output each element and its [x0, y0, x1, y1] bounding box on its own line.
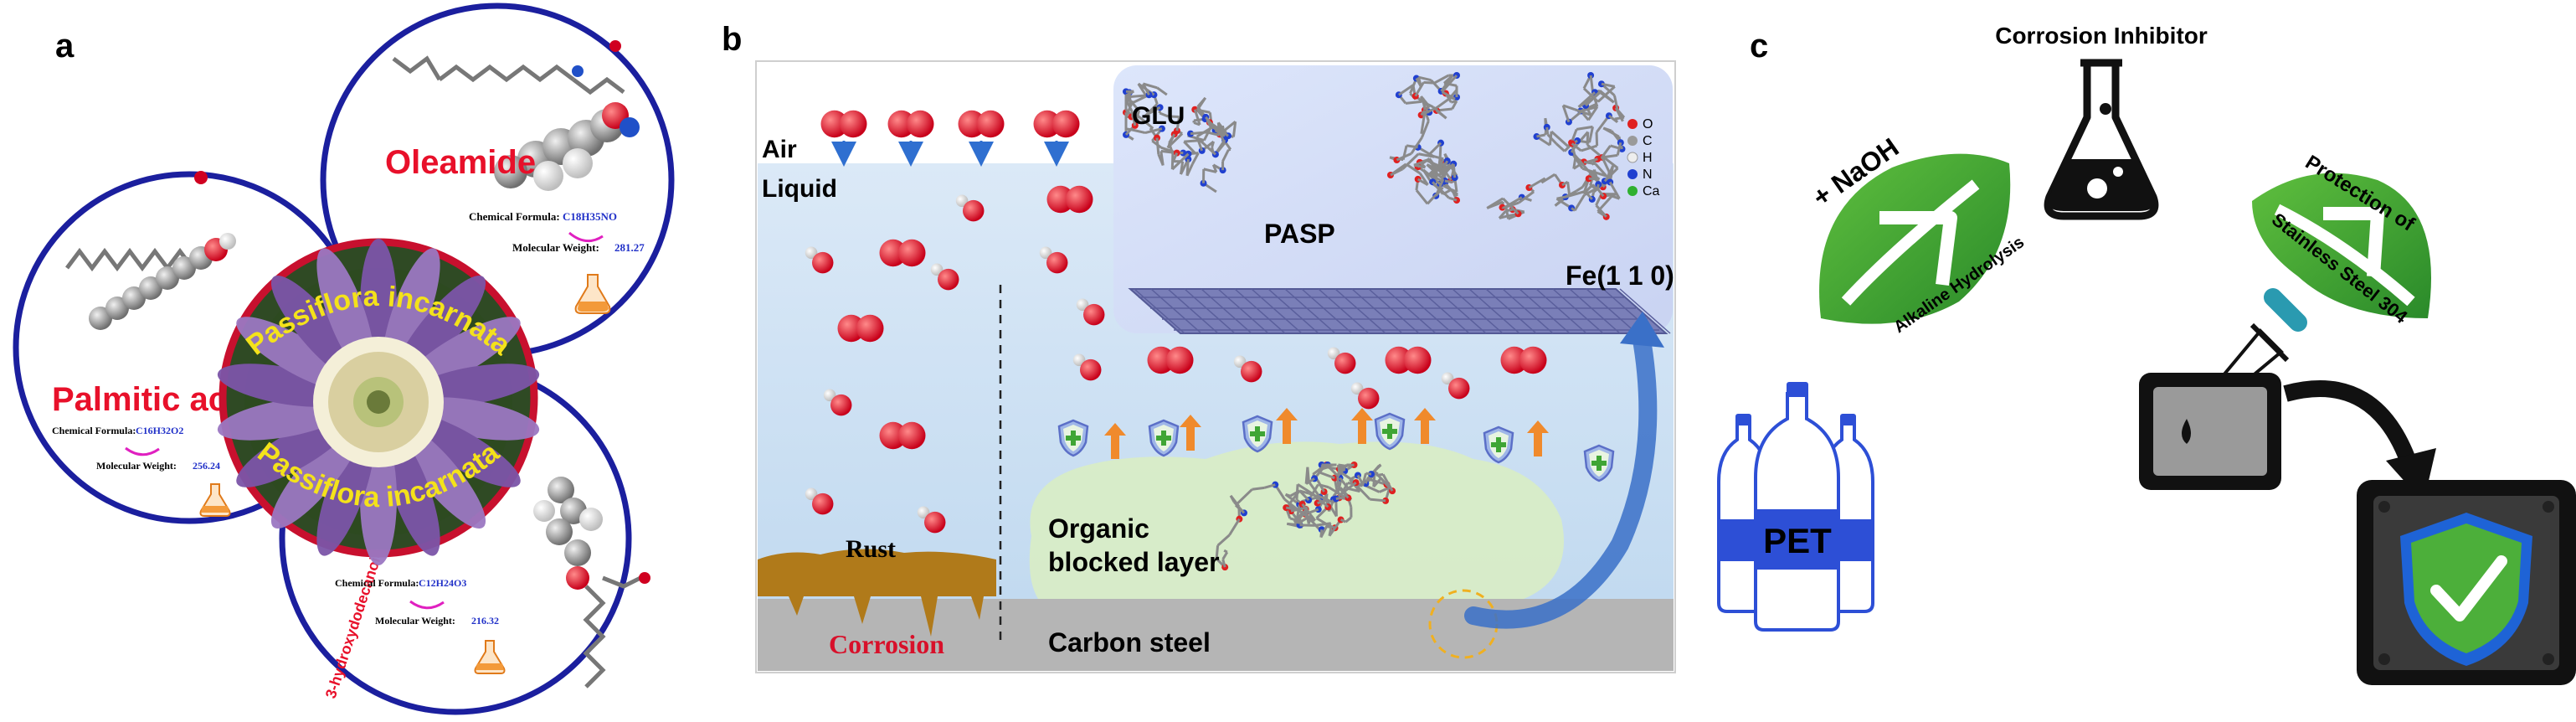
pasp-label: PASP	[1264, 219, 1335, 249]
pet-bottles-icon	[1717, 382, 1874, 632]
oleamide-flask-icon	[574, 274, 611, 314]
rust-deposit	[758, 549, 996, 637]
legend-h: H	[1643, 151, 1653, 165]
hydroxy-molecule	[533, 477, 603, 590]
organic-label-line1: Organic	[1048, 513, 1149, 544]
air-label: Air	[762, 136, 797, 163]
palmitic-spacefill	[89, 233, 236, 330]
legend-o: O	[1643, 117, 1653, 132]
zoom-curved-arrow	[1464, 326, 1658, 629]
palmitic-molecule	[65, 247, 207, 272]
curved-arrow-to-plate	[2283, 380, 2419, 472]
upward-orange-arrows	[1104, 408, 1549, 459]
palmitic-oxygen	[194, 171, 208, 184]
hydroxy-weight-label: Molecular Weight:	[375, 615, 455, 627]
legend-c: C	[1643, 134, 1653, 148]
palmitic-formula-label: Chemical Formula:	[52, 425, 136, 436]
palmitic-arrow	[125, 446, 160, 456]
panel-c: c Corrosion Inhibitor + NaOH Alkaline Hy…	[1717, 23, 2576, 685]
oleamide-weight-label: Molecular Weight:	[512, 241, 599, 254]
panel-a: a Oleamide Chemical Formula:	[13, 3, 675, 715]
oleamide-formula-label: Chemical Formula:	[469, 210, 560, 223]
palmitic-flask-icon	[199, 483, 231, 517]
alkaline-leaf-icon	[1819, 153, 2011, 324]
palmitic-formula: C16H32O2	[136, 425, 183, 436]
zoom-arrow-head	[1620, 312, 1664, 348]
organic-label-line2: blocked layer	[1048, 547, 1220, 577]
hydroxy-stick-molecule	[583, 575, 642, 688]
panel-b: b GLU PASP Fe(1 1 0) O C H N C	[722, 21, 1676, 673]
hydroxy-arrow	[409, 600, 445, 610]
hydroxy-oxygen	[639, 572, 650, 584]
md-simulation-box	[1113, 65, 1673, 333]
palmitic-weight-label: Molecular Weight:	[96, 460, 177, 472]
air-oxygen-molecules	[820, 110, 1080, 167]
passion-flower-image	[217, 239, 540, 565]
oleamide-stick-molecule	[392, 55, 625, 95]
legend-ca: Ca	[1643, 184, 1660, 199]
fe-label: Fe(1 1 0)	[1566, 260, 1674, 291]
inhibitor-flask-icon	[2044, 59, 2159, 220]
protection-leaf-icon	[2252, 173, 2431, 318]
oleamide-title: Oleamide	[385, 144, 536, 181]
organic-layer-molecules	[1215, 462, 1396, 571]
carbon-steel-label: Carbon steel	[1048, 627, 1211, 658]
oleamide-oxygen	[609, 40, 621, 52]
hydroxy-formula: C12H24O3	[419, 577, 466, 589]
legend-n: N	[1643, 168, 1653, 182]
oleamide-spacefill-molecule	[494, 102, 640, 191]
panel-b-label: b	[722, 21, 742, 58]
oleamide-arrow	[568, 231, 604, 243]
hydroxy-flask-icon	[474, 640, 506, 674]
panel-c-label: c	[1750, 28, 1768, 64]
glu-label: GLU	[1132, 102, 1185, 130]
pet-label: PET	[1763, 521, 1832, 560]
oleamide-nitrogen	[572, 65, 584, 77]
hydroxy-formula-label: Chemical Formula:	[335, 577, 419, 589]
corrosion-inhibitor-title: Corrosion Inhibitor	[1995, 23, 2208, 49]
fe-lattice-slab	[1128, 288, 1671, 334]
small-steel-plate-icon	[2139, 373, 2281, 490]
checkmark-shield-icon	[2400, 513, 2532, 666]
md-polymer-molecules	[1123, 72, 1626, 220]
oleamide-weight: 281.27	[614, 241, 645, 254]
palmitic-weight: 256.24	[193, 460, 220, 472]
corrosion-label: Corrosion	[829, 629, 944, 659]
oleamide-formula: C18H35NO	[563, 210, 617, 223]
rust-label: Rust	[846, 535, 896, 563]
atom-legend: O C H N Ca	[1627, 117, 1660, 199]
panel-a-label: a	[55, 28, 75, 64]
liquid-label: Liquid	[762, 175, 837, 203]
hydroxy-weight: 216.32	[471, 615, 499, 627]
